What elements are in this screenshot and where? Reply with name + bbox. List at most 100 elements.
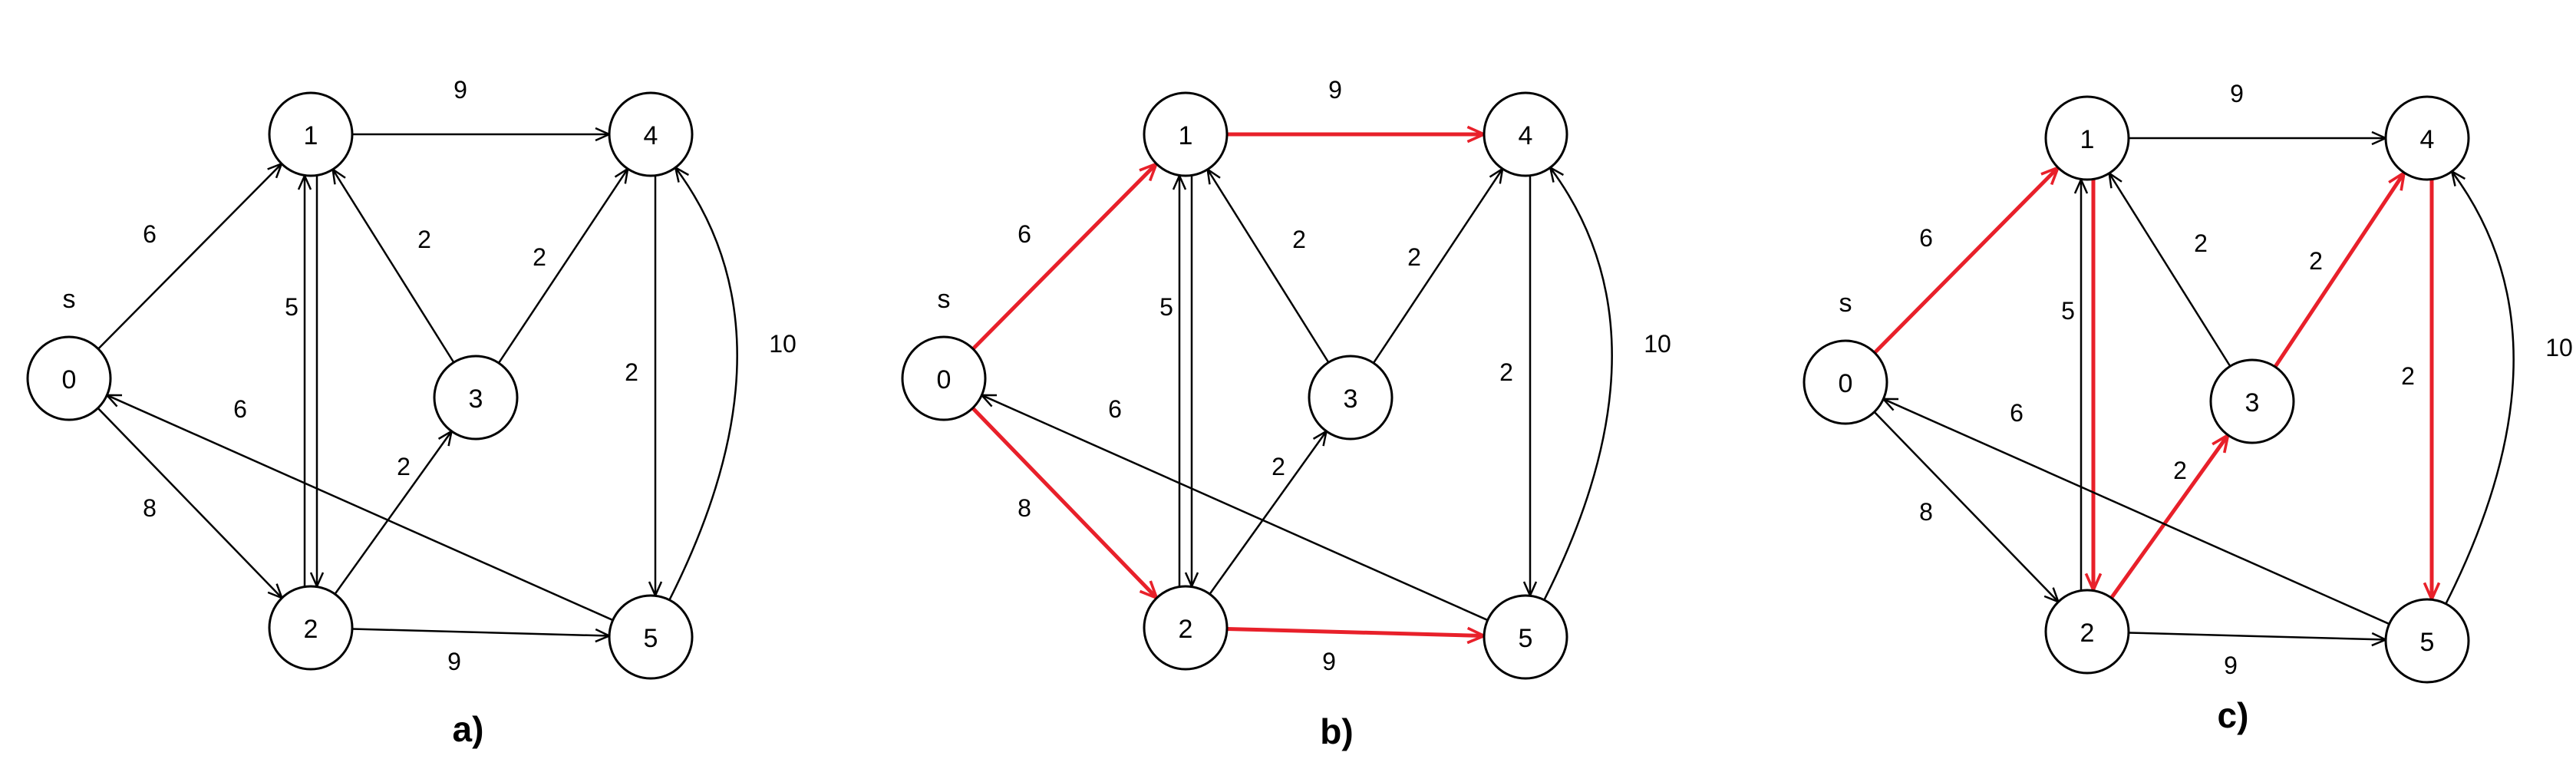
edge-weight-3-1: 2 [1292,226,1306,253]
edge-weight-1-2: 5 [1159,293,1173,321]
edge-3-1 [2109,173,2231,367]
edge-5-0 [981,395,1489,622]
edge-weight-5-4: 10 [1644,330,1671,358]
node-circle-4 [608,91,694,177]
node-circle-0 [26,335,112,421]
edge-weight-3-1: 2 [417,226,431,253]
edge-weight-3-4: 2 [2309,247,2323,275]
node-circle-4 [2384,95,2470,181]
node-label-5: 5 [2420,628,2435,657]
edge-weight-1-4: 9 [2230,80,2244,107]
edge-weight-2-5: 9 [447,648,461,675]
panel-caption: c) [2218,695,2249,735]
node-label-4: 4 [644,121,658,150]
edge-5-4 [1543,167,1613,601]
edge-weight-5-0: 6 [1108,395,1122,423]
edge-0-2 [971,407,1157,598]
node-1: 1 [268,91,354,177]
node-label-3: 3 [469,384,483,414]
node-2: 2 [2044,589,2130,675]
edge-3-4 [497,169,628,364]
node-circle-4 [1483,91,1568,177]
edge-0-1 [1873,167,2058,355]
edge-3-4 [2273,173,2404,368]
node-0: 0 [1803,339,1888,425]
edge-weight-0-1: 6 [143,220,157,248]
node-label-2: 2 [1179,615,1193,644]
source-marker: s [63,285,76,314]
node-circle-0 [1803,339,1888,425]
node-3: 3 [1308,355,1394,441]
edge-2-5 [2128,632,2386,639]
node-label-1: 1 [2080,125,2095,154]
edge-weight-4-5: 2 [625,358,638,386]
node-circle-3 [433,355,519,441]
edge-weight-2-3: 2 [397,453,411,480]
edge-5-4 [668,167,738,601]
edge-weight-1-2: 5 [2061,297,2075,325]
edge-weight-2-5: 9 [1322,648,1336,675]
node-4: 4 [1483,91,1568,177]
edge-weight-0-2: 8 [143,494,157,522]
edge-weight-2-3: 2 [2173,457,2187,484]
node-label-0: 0 [937,365,952,394]
edge-weight-0-1: 6 [1018,220,1031,248]
edge-3-1 [1208,170,1330,363]
panel-caption: b) [1320,711,1353,751]
edge-weight-0-2: 8 [1018,494,1031,522]
edge-weight-4-5: 2 [1499,358,1513,386]
edge-5-4 [2445,171,2515,605]
edge-weight-3-1: 2 [2194,229,2208,257]
edge-weight-5-4: 10 [2545,334,2573,361]
node-circle-3 [2209,358,2295,444]
node-label-5: 5 [1519,624,1533,653]
node-label-3: 3 [2245,388,2260,417]
edge-5-0 [1883,399,2390,625]
edge-2-5 [1226,629,1484,635]
edge-weight-1-2: 5 [285,293,298,321]
node-label-3: 3 [1344,384,1358,414]
node-circle-5 [1483,594,1568,680]
node-label-0: 0 [62,365,77,394]
edge-3-4 [1372,169,1502,364]
node-circle-1 [2044,95,2130,181]
node-3: 3 [433,355,519,441]
node-2: 2 [268,585,354,671]
node-label-2: 2 [2080,619,2095,648]
node-5: 5 [1483,594,1568,680]
node-3: 3 [2209,358,2295,444]
edge-0-2 [1873,411,2059,602]
node-label-2: 2 [304,615,318,644]
source-marker: s [1839,289,1852,318]
node-label-1: 1 [304,121,318,150]
source-marker: s [938,285,951,314]
edge-weight-5-4: 10 [769,330,797,358]
edge-weight-0-1: 6 [1919,224,1933,252]
edge-weight-5-0: 6 [2010,399,2024,427]
edge-weight-2-5: 9 [2224,652,2238,679]
node-1: 1 [1143,91,1229,177]
node-circle-3 [1308,355,1394,441]
edge-3-1 [333,170,455,363]
node-label-1: 1 [1179,121,1193,150]
edge-2-3 [1209,431,1326,595]
node-label-4: 4 [1519,121,1533,150]
node-5: 5 [2384,598,2470,684]
edge-weight-2-3: 2 [1272,453,1285,480]
node-label-0: 0 [1839,369,1853,398]
node-0: 0 [901,335,987,421]
node-circle-5 [608,594,694,680]
panels-layer: 689522292106012345sa)689522292106012345s… [26,76,2573,751]
node-0: 0 [26,335,112,421]
node-4: 4 [608,91,694,177]
node-circle-2 [268,585,354,671]
node-label-5: 5 [644,624,658,653]
node-circle-1 [1143,91,1229,177]
node-circle-2 [1143,585,1229,671]
node-circle-5 [2384,598,2470,684]
panel-caption: a) [453,709,484,749]
node-4: 4 [2384,95,2470,181]
edge-5-0 [107,395,614,622]
